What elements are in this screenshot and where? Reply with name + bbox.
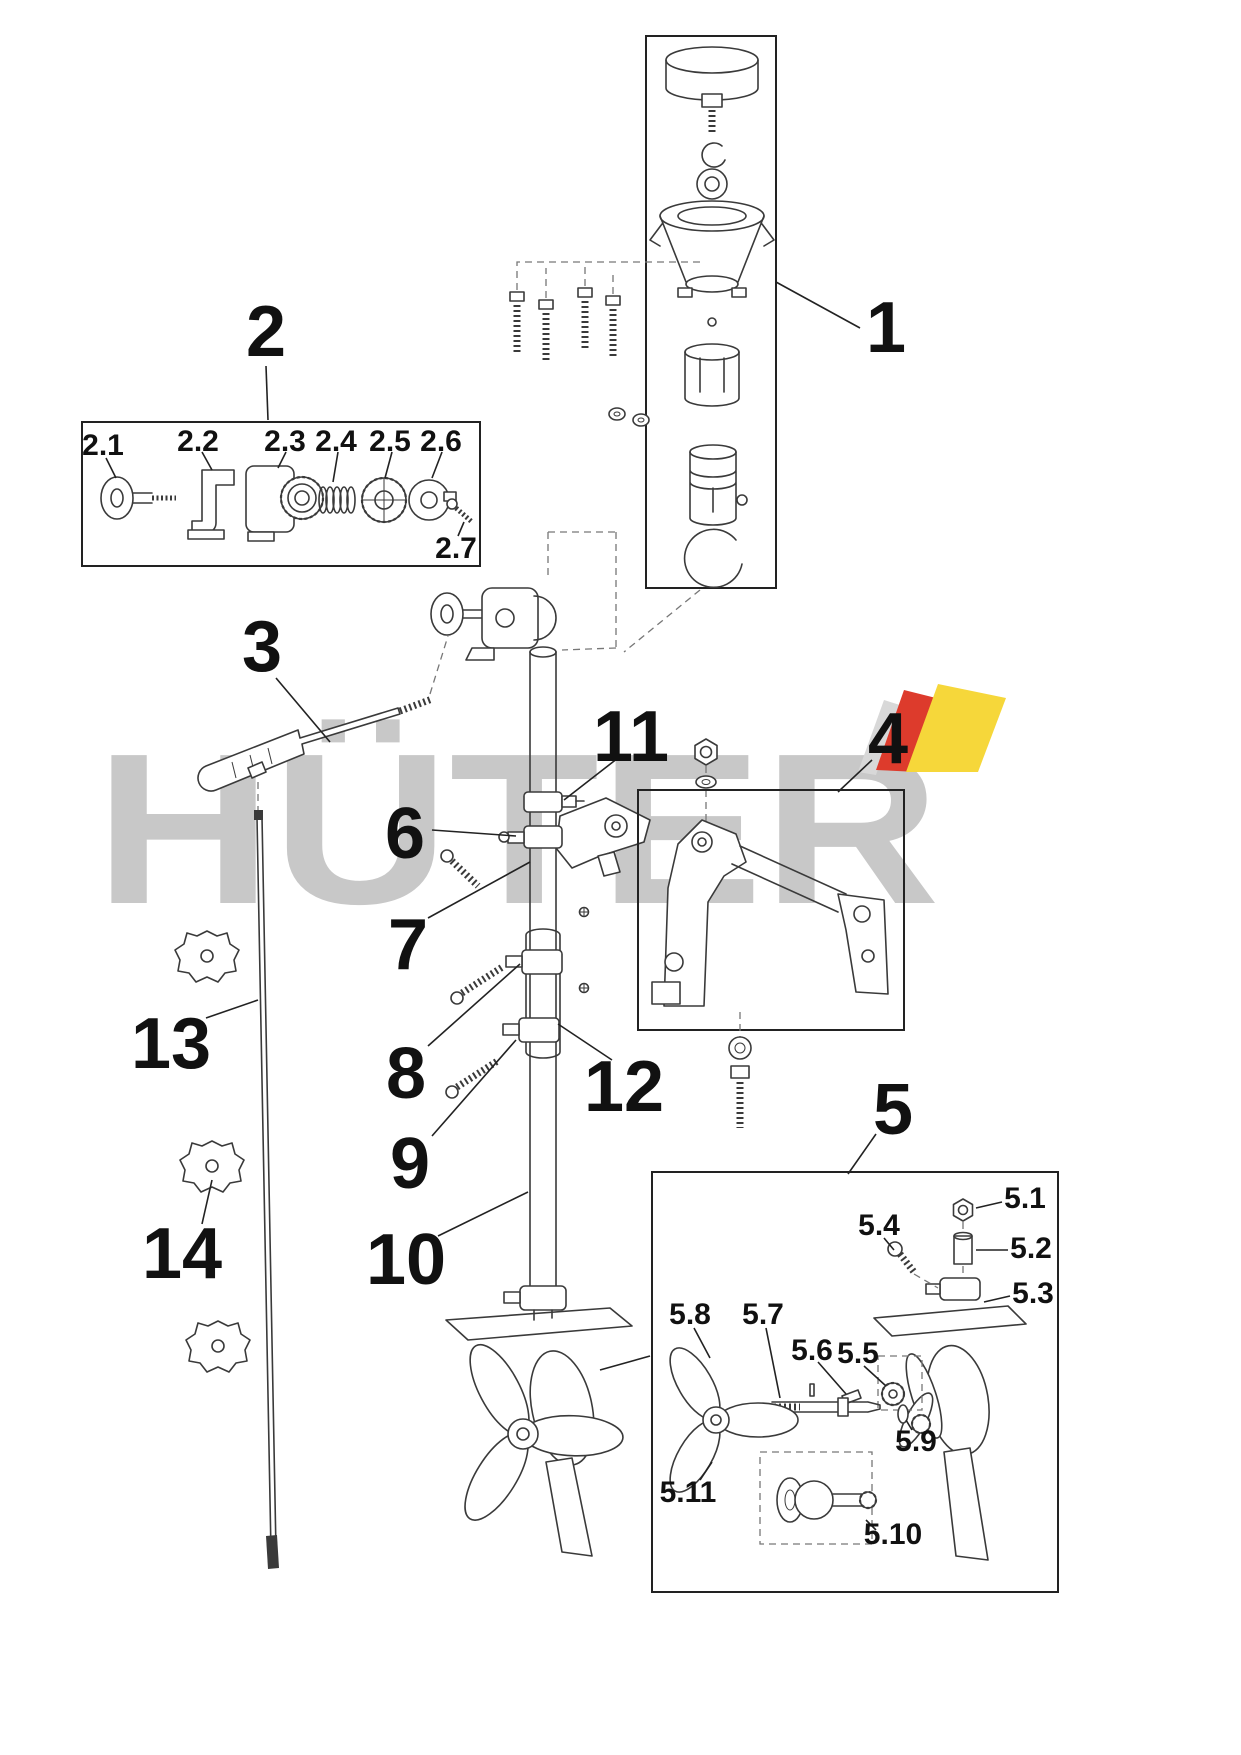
callout-part-12: 12 (584, 1047, 664, 1127)
part-13-drawing (254, 810, 279, 1569)
lower-unit-assembled-drawing (445, 1285, 651, 1557)
assembly-box-5 (651, 1171, 1059, 1593)
callout-part-11: 11 (593, 697, 669, 777)
watermark-text: HÜTER (95, 708, 940, 949)
callout-part-10: 10 (366, 1220, 446, 1300)
callout-part-7: 7 (388, 905, 428, 985)
callout-part-5-11: 5.11 (660, 1476, 717, 1509)
callout-part-2-6: 2.6 (420, 425, 462, 458)
steering-bracket-drawing (555, 797, 651, 877)
callout-part-5-9: 5.9 (895, 1425, 937, 1458)
flag-yellow-stripe-icon (906, 684, 1006, 772)
flag-gray-stripe-icon (858, 700, 900, 775)
callout-part-2-1: 2.1 (82, 429, 124, 462)
clamp-11-drawing (523, 791, 585, 813)
callout-part-2-2: 2.2 (177, 425, 219, 458)
leader-lines (105, 281, 1011, 1531)
callout-part-2-3: 2.3 (264, 425, 306, 458)
part-14-drawing (174, 930, 251, 1373)
assembly-box-4 (637, 789, 905, 1031)
callout-part-5-2: 5.2 (1010, 1232, 1052, 1265)
callout-part-5-3: 5.3 (1012, 1277, 1054, 1310)
part-2-drawing (81, 421, 481, 567)
part-3-drawing (197, 635, 449, 814)
callout-part-5-10: 5.10 (864, 1518, 922, 1551)
callout-part-6: 6 (385, 794, 425, 874)
clamp-9-drawing (445, 1017, 560, 1099)
callout-part-5-5: 5.5 (837, 1337, 879, 1370)
mount-bolts (509, 287, 621, 360)
callout-part-1: 1 (866, 288, 906, 368)
swivel-clamp-assembly-drawing (430, 587, 557, 661)
assembly-box-2 (81, 421, 481, 567)
part-4-drawing (637, 789, 905, 1128)
callout-part-5: 5 (873, 1070, 913, 1150)
huter-watermark: HÜTER (95, 684, 1006, 949)
part-1-drawing (509, 35, 777, 653)
callout-part-13: 13 (131, 1004, 211, 1084)
callout-part-5-8: 5.8 (669, 1298, 711, 1331)
callout-part-5-1: 5.1 (1004, 1182, 1046, 1215)
callout-part-5-6: 5.6 (791, 1334, 833, 1367)
callout-part-3: 3 (242, 607, 282, 687)
callout-part-14: 14 (142, 1214, 222, 1294)
clamp-8-drawing (450, 949, 563, 1005)
callout-labels: 1 2 3 4 5 6 7 8 9 10 11 12 13 14 2.1 2.2… (82, 288, 1054, 1551)
callout-part-5-7: 5.7 (742, 1298, 784, 1331)
clamp-6-drawing (498, 825, 563, 849)
callout-part-2-4: 2.4 (315, 425, 357, 458)
part-5-drawing (651, 1171, 1059, 1593)
callout-part-8: 8 (386, 1034, 426, 1114)
callout-part-2-5: 2.5 (369, 425, 411, 458)
callout-part-2: 2 (246, 292, 286, 372)
callout-part-4: 4 (868, 699, 908, 779)
assembly-box-1 (645, 35, 777, 589)
callout-part-5-4: 5.4 (858, 1209, 900, 1242)
main-shaft-tube-drawing (525, 646, 590, 1293)
flag-red-stripe-icon (876, 690, 944, 772)
bolt-7-drawing (440, 849, 481, 889)
callout-part-2-7: 2.7 (435, 532, 477, 565)
callout-part-9: 9 (390, 1124, 430, 1204)
